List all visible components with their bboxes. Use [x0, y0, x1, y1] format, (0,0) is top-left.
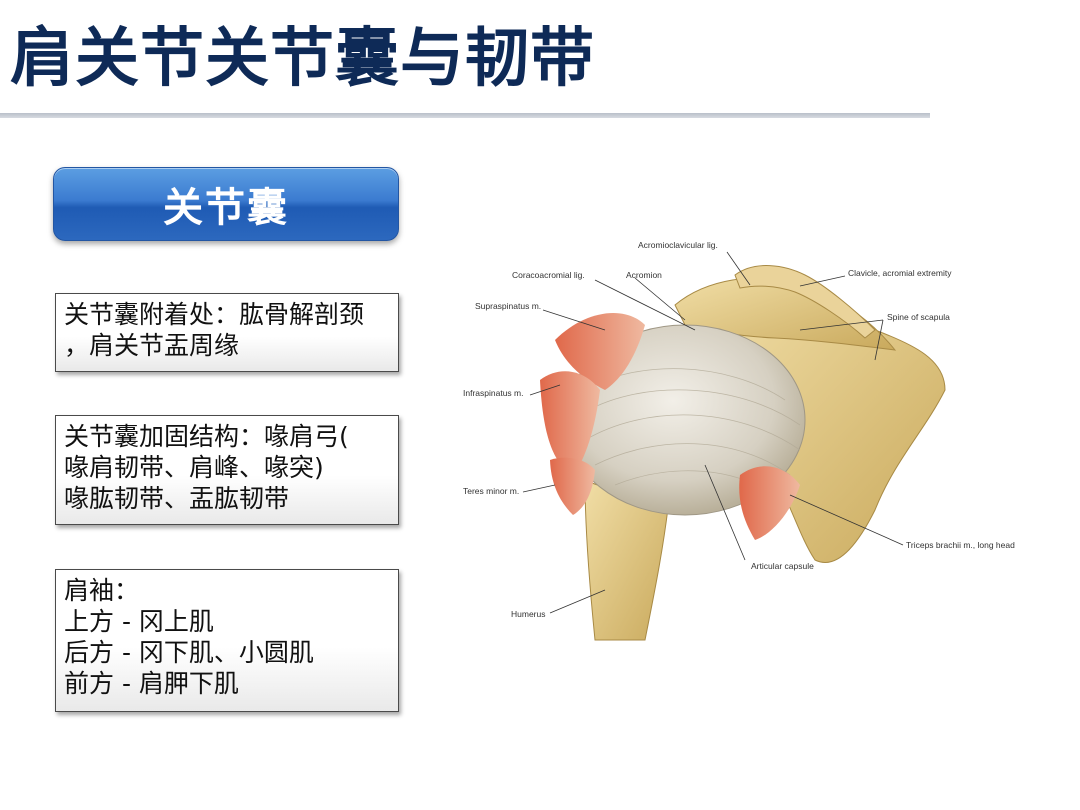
note-line: 前方 - 肩胛下肌 [64, 669, 239, 698]
note-line: 喙肱韧带、盂肱韧带 [64, 484, 290, 513]
note-box-reinforcement: 关节囊加固结构：喙肩弓( 喙肩韧带、肩峰、喙突) 喙肱韧带、盂肱韧带 [55, 415, 399, 525]
label-acromion: Acromion [626, 270, 662, 280]
note-line: 肩袖： [64, 576, 140, 605]
infraspinatus-muscle [540, 371, 600, 475]
shoulder-anatomy-illustration: Acromioclavicular lig. Coracoacromial li… [463, 240, 1015, 641]
slide-title: 肩关节关节囊与韧带 [10, 22, 595, 96]
note-line: 关节囊附着处：肱骨解剖颈 [64, 300, 365, 329]
leader-lines [522, 251, 904, 614]
teres-minor-muscle [550, 457, 595, 515]
label-supraspinatus: Supraspinatus m. [475, 301, 541, 311]
supraspinatus-muscle [555, 313, 645, 390]
label-teres-minor: Teres minor m. [463, 486, 519, 496]
label-triceps: Triceps brachii m., long head [906, 540, 1015, 550]
label-acromioclavicular-lig: Acromioclavicular lig. [638, 240, 718, 250]
triceps-muscle [739, 466, 800, 540]
note-line: ，肩关节盂周缘 [64, 331, 240, 360]
note-box-rotator-cuff: 肩袖： 上方 - 冈上肌 后方 - 冈下肌、小圆肌 前方 - 肩胛下肌 [55, 569, 399, 712]
note-line: 上方 - 冈上肌 [64, 607, 214, 636]
note-box-attachment: 关节囊附着处：肱骨解剖颈 ，肩关节盂周缘 [55, 293, 399, 372]
label-humerus: Humerus [511, 609, 545, 619]
clavicle-bone [734, 265, 876, 339]
label-infraspinatus: Infraspinatus m. [463, 388, 523, 398]
label-coracoacromial-lig: Coracoacromial lig. [512, 270, 585, 280]
note-line: 关节囊加固结构：喙肩弓( [64, 422, 349, 451]
section-button-capsule[interactable]: 关节囊 [53, 167, 399, 241]
note-line: 喙肩韧带、肩峰、喙突) [64, 453, 324, 482]
label-clavicle: Clavicle, acromial extremity [848, 268, 952, 278]
title-divider [0, 113, 930, 118]
label-spine-of-scapula: Spine of scapula [887, 312, 950, 322]
label-articular-capsule: Articular capsule [751, 561, 814, 571]
note-line: 后方 - 冈下肌、小圆肌 [64, 638, 314, 667]
